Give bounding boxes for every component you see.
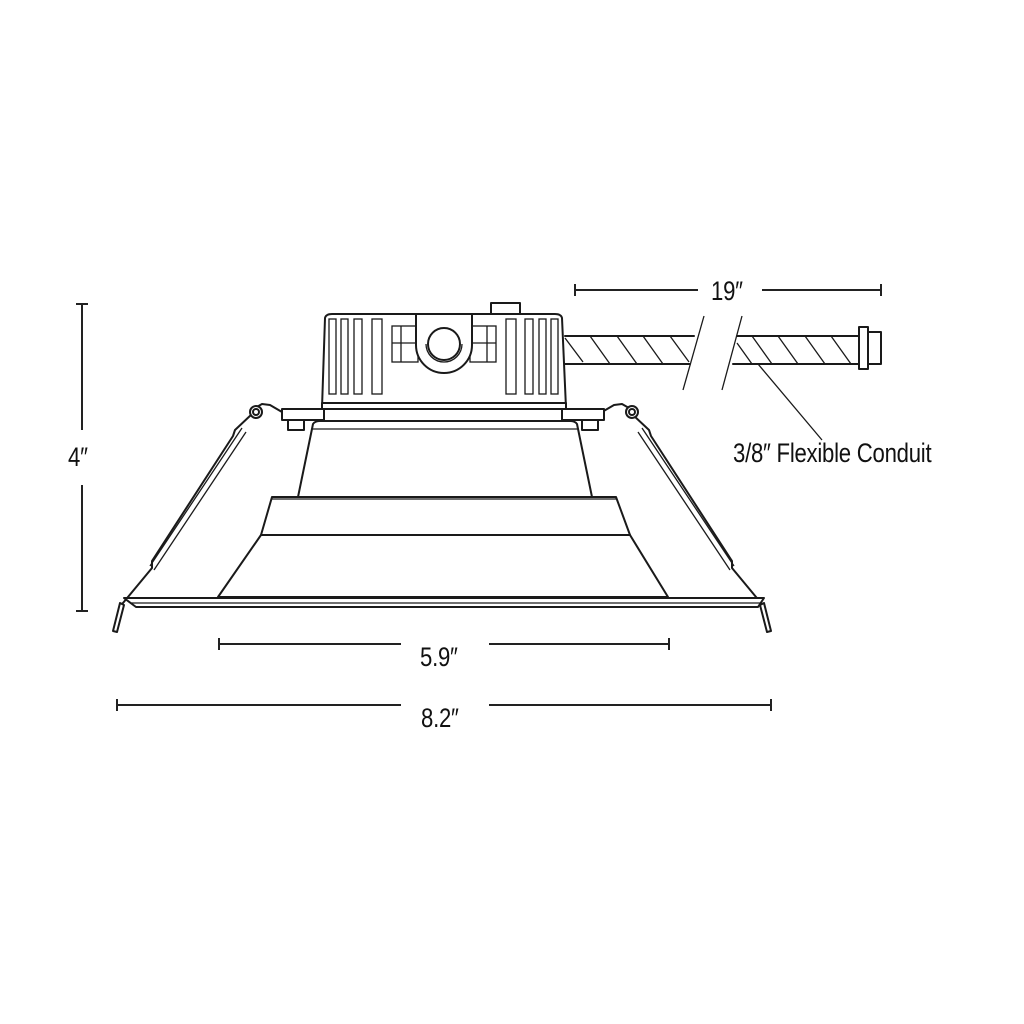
- conduit-length-dimension-label: 19″: [711, 276, 743, 306]
- aperture-width-dimension-line: [218, 638, 670, 650]
- trim-body: [123, 420, 765, 608]
- conduit-callout-label: 3/8″ Flexible Conduit: [733, 438, 932, 468]
- overall-width-dimension-line: [116, 699, 772, 711]
- height-dimension-line: [76, 303, 88, 612]
- left-bracket: [281, 408, 325, 431]
- height-dimension-label: 4″: [68, 442, 88, 472]
- conduit-length-dimension-line: [574, 284, 882, 296]
- left-spring-clip: [112, 403, 283, 633]
- flexible-conduit: [564, 315, 882, 441]
- overall-width-dimension-label: 8.2″: [421, 703, 459, 733]
- right-bracket: [561, 408, 605, 431]
- aperture-width-dimension-label: 5.9″: [420, 642, 458, 672]
- right-spring-clip: [601, 403, 772, 633]
- driver-housing: [321, 302, 567, 410]
